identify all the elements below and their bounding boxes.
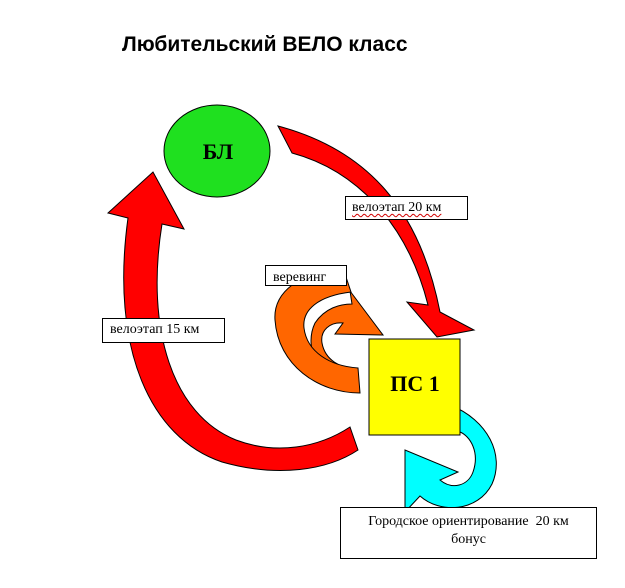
- edge-label-rope: веревинг: [265, 265, 347, 286]
- diagram-title: Любительский ВЕЛО класс: [122, 33, 408, 56]
- node-checkpoint-square: [368, 338, 461, 436]
- edge-label-city-orienteering-line2: бонус: [451, 532, 486, 547]
- edge-label-bike-stage-1-text: велоэтап 20 км: [352, 200, 442, 215]
- arrow-rope: [274, 267, 385, 394]
- edge-label-bike-stage-1: велоэтап 20 км: [345, 196, 468, 220]
- edge-label-bike-stage-2-text: велоэтап 15 км: [110, 322, 200, 337]
- node-start-label: БЛ: [202, 139, 234, 164]
- arrow-bike-stage-1: [277, 125, 476, 338]
- edge-label-city-orienteering-line1: Городское ориентирование 20 км: [368, 514, 569, 529]
- edge-label-bike-stage-2: велоэтап 15 км: [102, 318, 225, 343]
- arrow-city-orienteering: [404, 404, 497, 514]
- arrow-bike-stage-2: [106, 171, 359, 471]
- edge-label-city-orienteering: Городское ориентирование 20 км бонус: [340, 507, 597, 559]
- edge-label-rope-text: веревинг: [273, 270, 327, 285]
- node-checkpoint-label: ПС 1: [390, 371, 440, 396]
- node-start-circle: [163, 104, 271, 198]
